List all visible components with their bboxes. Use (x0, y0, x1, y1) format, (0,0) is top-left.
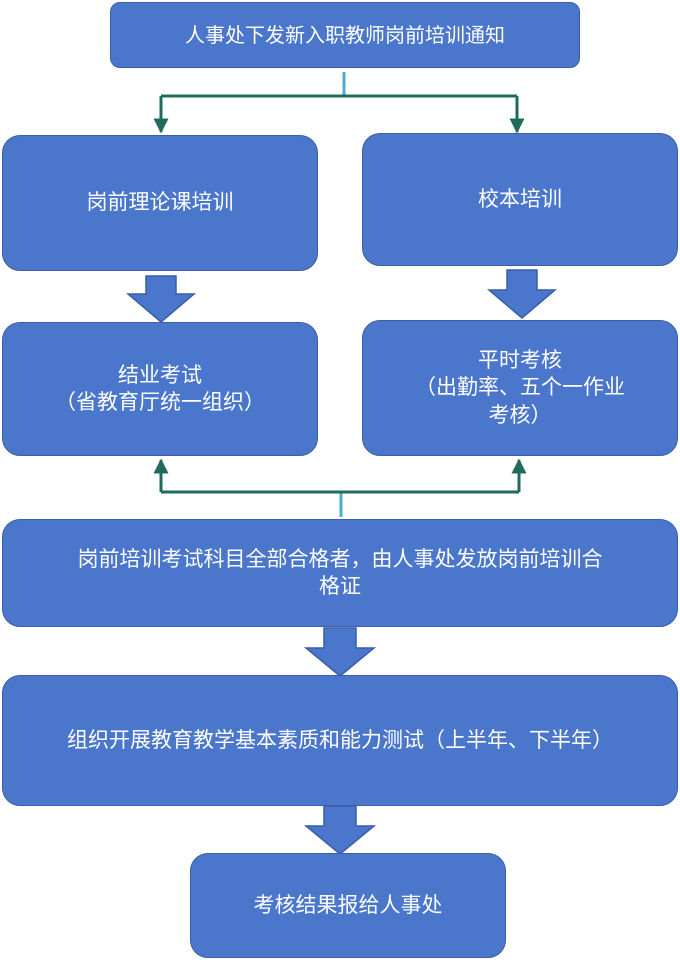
split-connector (153, 72, 525, 134)
step-report: 考核结果报给人事处 (190, 853, 506, 958)
merge-connector (153, 458, 527, 517)
step-graduation-exam: 结业考试 （省教育厅统一组织） (2, 322, 318, 456)
block-arrow-school-to-assessment (486, 269, 558, 319)
step-certificate: 岗前培训考试科目全部合格者，由人事处发放岗前培训合 格证 (2, 519, 678, 627)
block-arrow-test-to-report (303, 805, 377, 855)
step-theory-training: 岗前理论课培训 (2, 135, 318, 271)
step-quality-test: 组织开展教育教学基本素质和能力测试（上半年、下半年） (2, 675, 678, 806)
step-notice: 人事处下发新入职教师岗前培训通知 (110, 2, 580, 68)
step-school-training: 校本培训 (362, 133, 678, 266)
step-regular-assessment: 平时考核 （出勤率、五个一作业 考核） (362, 320, 678, 456)
block-arrow-theory-to-exam (125, 275, 197, 323)
block-arrow-certificate-to-test (303, 627, 377, 677)
